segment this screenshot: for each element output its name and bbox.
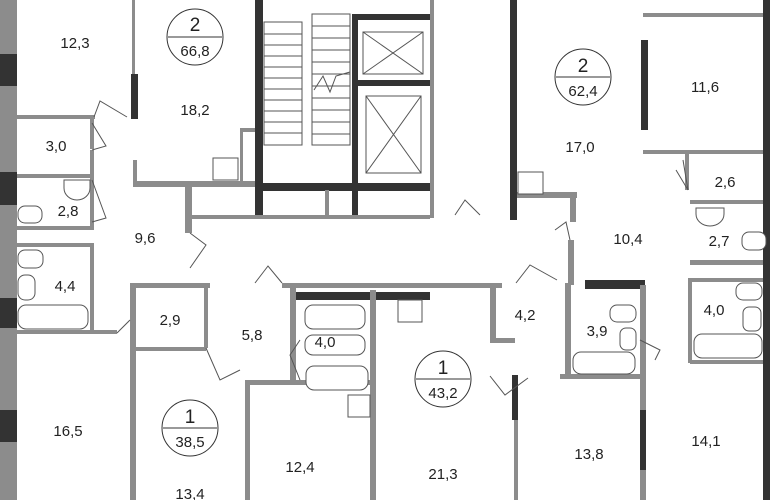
room-area: 9,6 [135,230,156,247]
room-area: 11,6 [691,79,719,96]
room-area: 3,0 [46,138,67,155]
apartment-area: 38,5 [175,434,204,451]
apartment-area: 43,2 [428,385,457,402]
room-area: 17,0 [565,139,594,156]
room-area: 4,0 [704,302,725,319]
elevators [362,31,424,174]
apartment-badge: 2 66,8 [166,8,224,66]
apartment-rooms: 2 [190,15,201,36]
room-area: 3,9 [587,323,608,340]
room-area: 5,8 [242,327,263,344]
apartment-badge: 2 62,4 [554,48,612,106]
room-area: 2,9 [160,312,181,329]
room-labels: 12,3 18,2 3,0 2,8 9,6 4,4 17,0 11,6 2,6 … [46,35,736,500]
apartment-area: 66,8 [180,43,209,60]
apartment-badge: 1 43,2 [414,350,472,408]
room-area: 4,4 [55,278,76,295]
apartment-rooms: 2 [578,56,589,77]
room-area: 2,6 [715,174,736,191]
apartment-badge: 1 38,5 [161,399,219,457]
room-area: 4,0 [315,334,336,351]
room-area: 2,8 [58,203,79,220]
fixtures [17,157,767,418]
room-area: 12,3 [60,35,89,52]
apartment-area: 62,4 [568,83,597,100]
apartment-rooms: 1 [438,358,449,379]
doors [91,100,689,396]
room-area: 13,8 [574,446,603,463]
apartment-rooms: 1 [185,407,196,428]
room-area: 14,1 [691,433,720,450]
room-area: 10,4 [613,231,642,248]
room-area: 18,2 [180,102,209,119]
room-area: 21,3 [428,466,457,483]
room-area: 4,2 [515,307,536,324]
room-area: 12,4 [285,459,314,476]
staircase [263,13,351,146]
room-area: 2,7 [709,233,730,250]
room-area: 16,5 [53,423,82,440]
room-area: 13,4 [175,486,204,500]
